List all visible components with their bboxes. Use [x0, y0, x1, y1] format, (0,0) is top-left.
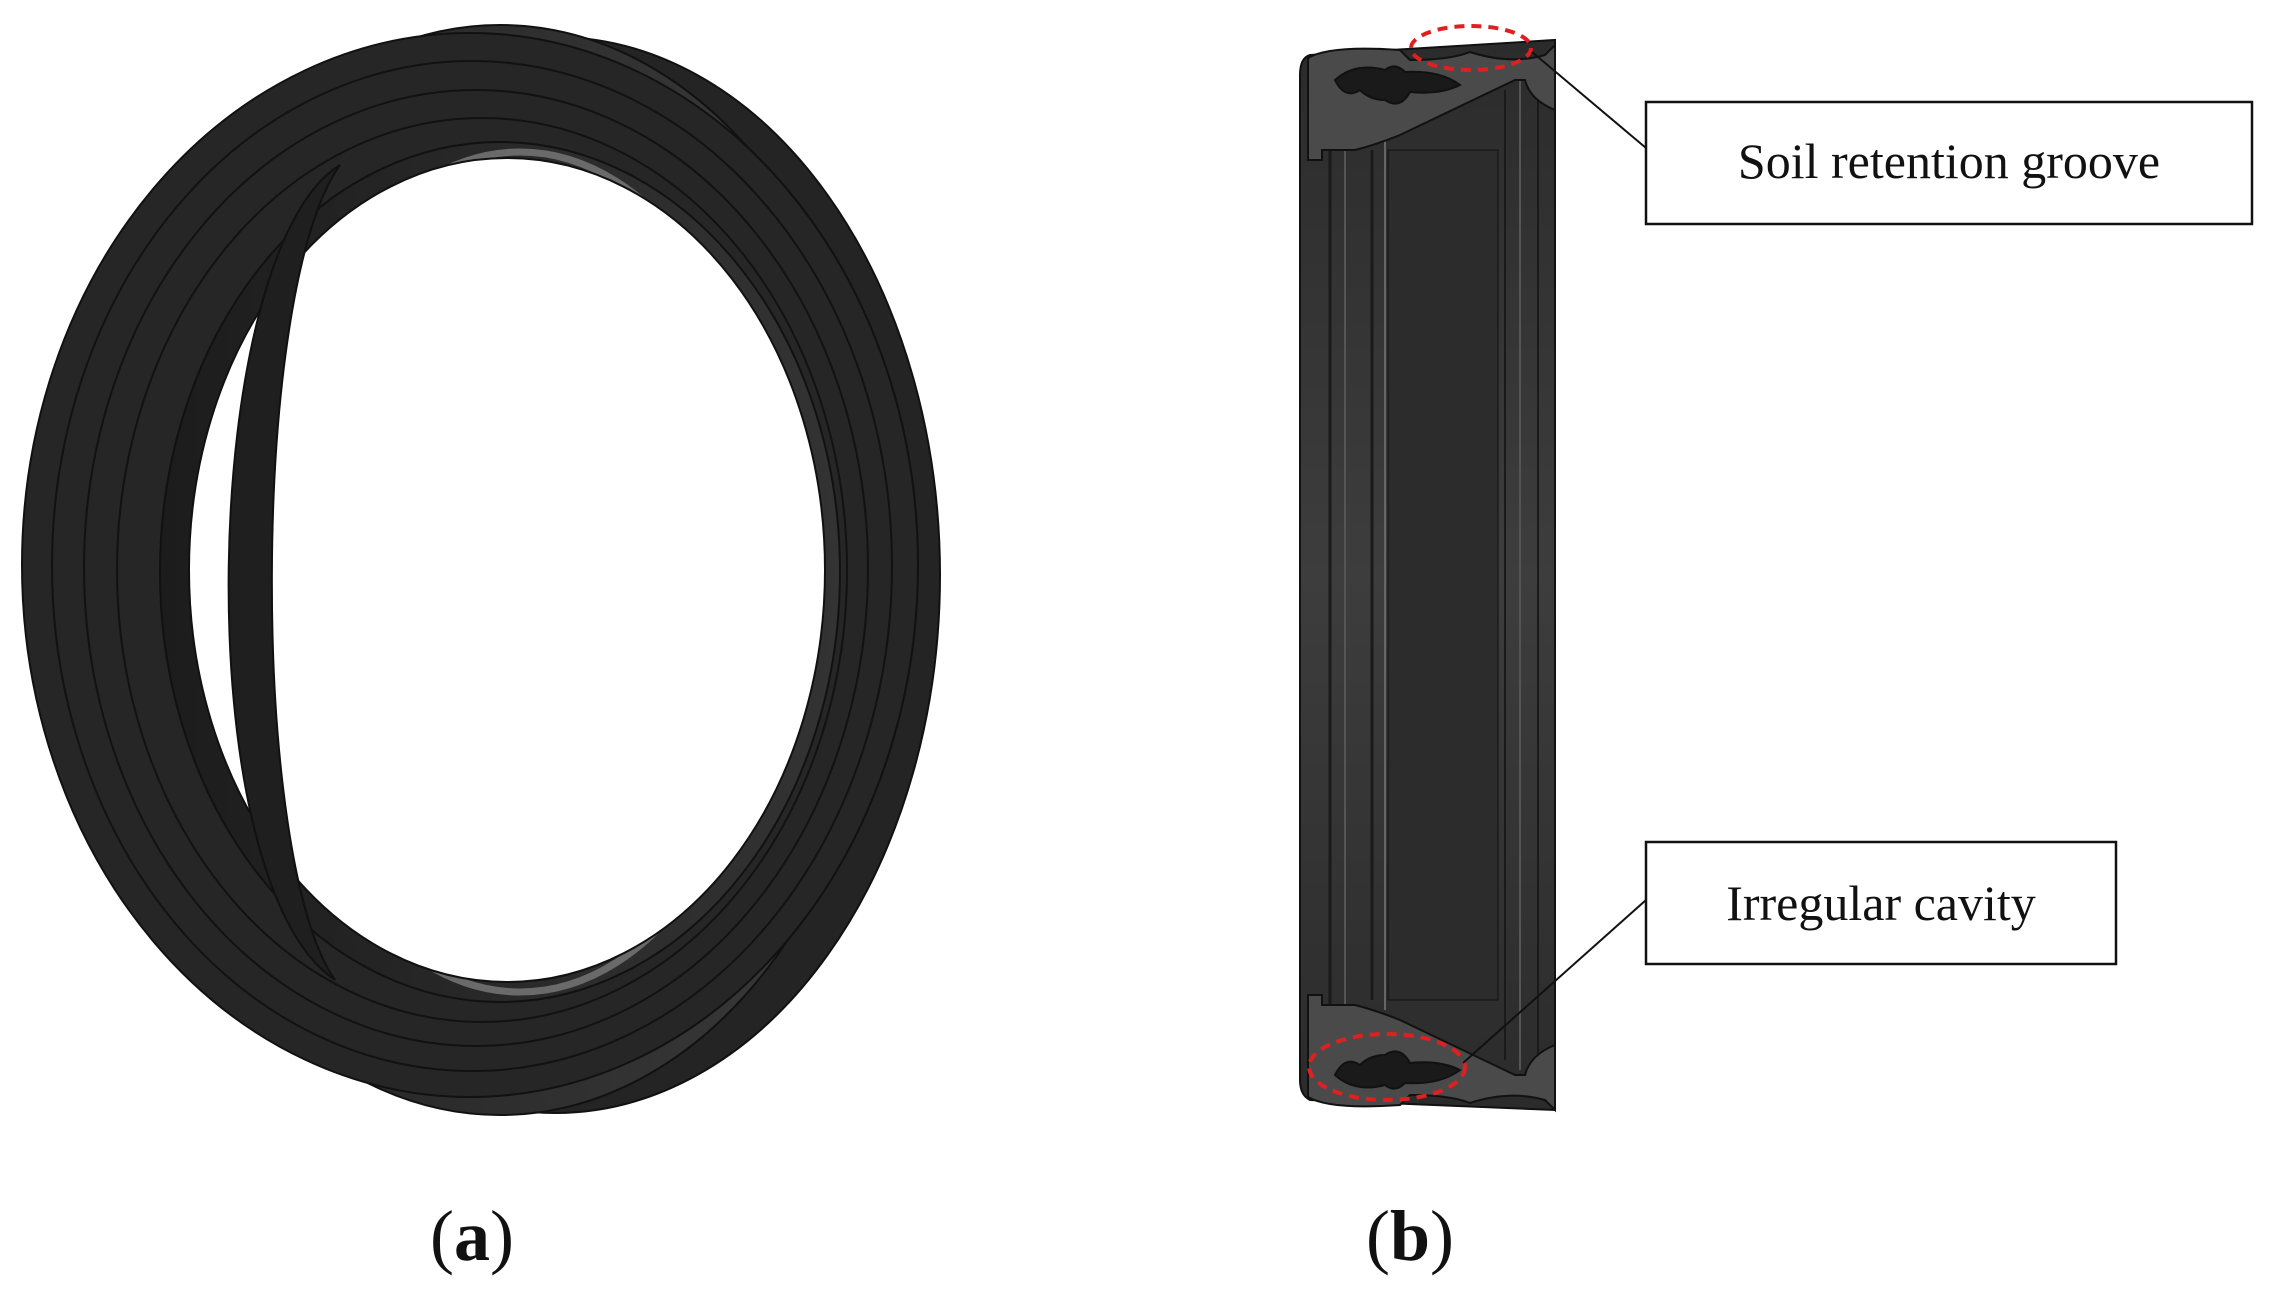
caption-a-open: (: [430, 1196, 454, 1276]
cavity-callout-box: [1644, 840, 2118, 966]
irregular-cavity-highlight: [1307, 1032, 1467, 1102]
soil-retention-groove-highlight: [1409, 24, 1533, 72]
ring-hole: [188, 157, 826, 983]
tyre-ring-3d-view: [21, 24, 941, 1116]
ring-groove-2: [83, 89, 869, 1047]
caption-a: (a): [430, 1195, 514, 1278]
groove-callout-label: Soil retention groove: [1738, 133, 2160, 189]
caption-a-close: ): [489, 1196, 514, 1276]
cavity-callout-label: Irregular cavity: [1726, 875, 2036, 931]
section-inner-panel: [1387, 149, 1499, 1001]
caption-a-letter: a: [453, 1196, 490, 1276]
bottom-cavity: [1333, 1050, 1462, 1090]
caption-b: (b): [1366, 1195, 1454, 1278]
groove-callout-box: [1644, 100, 2254, 226]
cavity-leader-line: [1462, 899, 1647, 1064]
ring-groove-3: [116, 117, 848, 1023]
caption-b-letter: b: [1389, 1196, 1431, 1276]
ring-groove-1: [51, 60, 893, 1072]
ring-inner-wall-shadow: [227, 164, 341, 981]
groove-leader-line: [1531, 51, 1647, 149]
top-cavity: [1333, 65, 1462, 105]
caption-b-open: (: [1366, 1196, 1390, 1276]
tyre-section-view: Soil retention groove Irregular cavity: [1299, 24, 2254, 1113]
caption-b-close: ): [1430, 1196, 1455, 1276]
